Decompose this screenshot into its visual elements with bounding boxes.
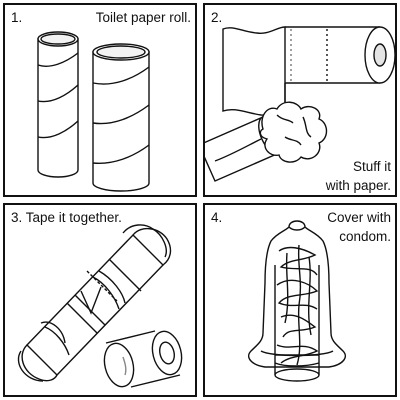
step-caption-line-1: Stuff it: [352, 157, 391, 176]
step-number-value: 3.: [11, 210, 23, 225]
step-number: 4.: [211, 208, 223, 227]
panel-step-2: 2. Stuff it with paper.: [203, 3, 397, 197]
step-caption-line-1: Cover with: [327, 208, 391, 227]
step-number: 2.: [211, 8, 223, 27]
step-caption: Toilet paper roll.: [95, 8, 191, 27]
step-caption-line-2: condom.: [339, 227, 391, 246]
tape-roll-icon: [100, 328, 186, 389]
panel-step-1: 1. Toilet paper roll.: [3, 3, 197, 197]
step-number: 1.: [11, 8, 23, 27]
toilet-paper-tube-icon: [38, 32, 78, 177]
step-caption-line-2: with paper.: [325, 176, 391, 195]
panel-step-3: 3. Tape it together.: [3, 203, 197, 397]
condom-covered-tube-illustration: [205, 205, 395, 395]
taped-tubes-illustration: [5, 205, 195, 395]
stuffing-roll-illustration: [205, 5, 395, 195]
toilet-paper-tubes-illustration: [5, 5, 195, 195]
crumpled-paper-icon: [260, 102, 326, 162]
step-caption: Tape it together.: [25, 210, 122, 225]
toilet-paper-roll-icon: [223, 27, 395, 115]
condom-icon: [249, 221, 346, 381]
panel-step-4: 4. Cover with condom.: [203, 203, 397, 397]
toilet-paper-tube-icon: [93, 44, 149, 191]
toilet-paper-tube-icon: [18, 225, 170, 381]
step-number: 3. Tape it together.: [11, 208, 122, 227]
